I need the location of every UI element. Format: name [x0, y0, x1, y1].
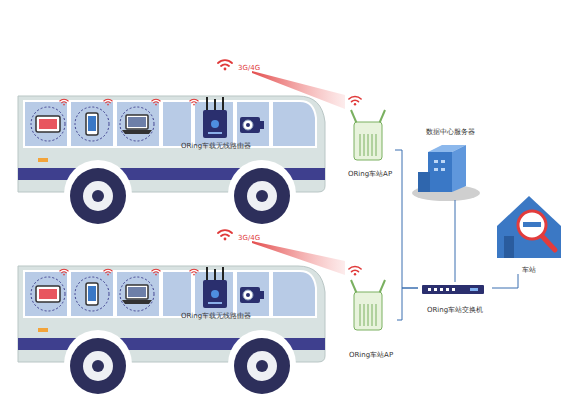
network-cable [395, 150, 418, 288]
switch-icon [422, 285, 484, 294]
node-label: 数据中心服务器 [426, 128, 475, 136]
server-icon [412, 145, 480, 201]
signal-label: 3G/4G [238, 234, 260, 242]
network-cable [455, 200, 456, 282]
switch-box: ORing车站交换机 [418, 282, 492, 314]
station-icon [497, 196, 561, 258]
node-label: ORing车站AP [348, 170, 392, 178]
server-box: 数据中心服务器 [410, 128, 490, 200]
node-label: ORing车站AP [349, 351, 393, 359]
wifi-symbol [349, 266, 361, 275]
network-cable [397, 288, 418, 320]
ap-box: ORing车站AP [345, 258, 397, 359]
wifi-symbol [349, 96, 361, 105]
signal-label: 3G/4G [238, 64, 260, 72]
wireless-beam [252, 241, 345, 275]
node-label: ORing车站交换机 [427, 306, 483, 314]
node-label: 车站 [522, 266, 536, 274]
node-label: ORing车载无线路由器 [181, 312, 251, 320]
ap-box: ORing车站AP [345, 92, 395, 178]
station-box: 车站 [492, 188, 566, 274]
bus-bottom [18, 230, 325, 398]
ap-top [351, 110, 385, 160]
ap-bottom [351, 280, 385, 330]
node-label: ORing车载无线路由器 [181, 142, 251, 150]
wireless-beam [252, 71, 345, 109]
network-cable [492, 274, 518, 288]
bus-top [18, 60, 325, 228]
